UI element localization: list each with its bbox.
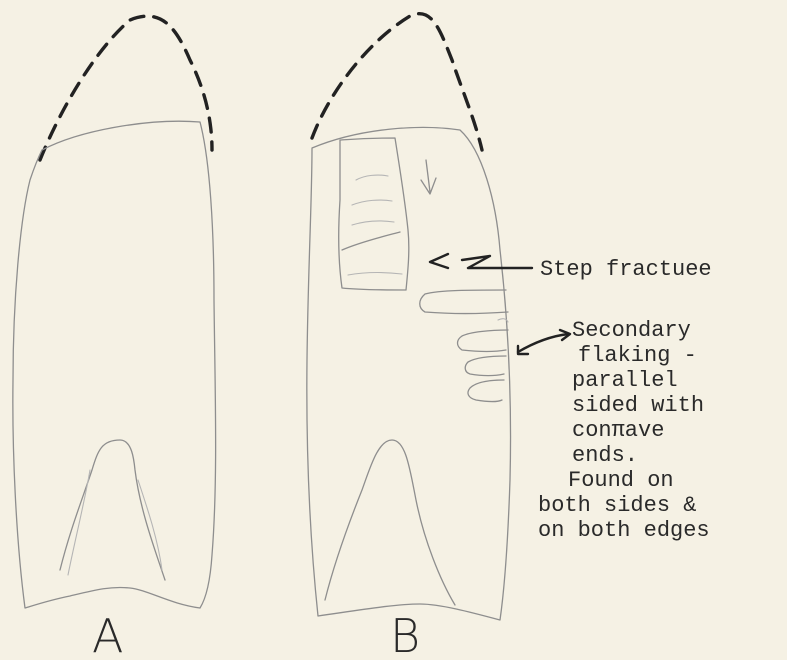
secondary-flaking-line-2: flaking -: [578, 343, 697, 368]
point-a-restored-tip: [40, 16, 212, 160]
secondary-flaking-line-1: Secondary: [572, 318, 691, 343]
step-fracture-pointer: [430, 254, 532, 268]
secondary-flaking-line-9: on both edges: [538, 518, 710, 543]
point-a-outline: [13, 16, 216, 608]
secondary-flaking-line-6: ends.: [572, 443, 638, 468]
secondary-flaking-line-8: both sides &: [538, 493, 696, 518]
step-fracture-label: Step fractuee: [540, 257, 712, 282]
secondary-flaking-line-4: sided with: [572, 393, 704, 418]
panel-b-label: B: [390, 609, 420, 660]
flake-direction-arrow: [426, 160, 430, 192]
secondary-flaking-label: Secondary flaking - parallel sided with …: [538, 318, 710, 543]
secondary-flaking-line-7: Found on: [568, 468, 674, 493]
step-fracture-scar: [339, 138, 436, 290]
point-b-outline: [307, 14, 511, 620]
panel-a-label: A: [92, 609, 123, 660]
secondary-flaking-line-5: conπave: [572, 418, 664, 443]
secondary-flaking-pointer: [518, 330, 570, 354]
secondary-flake-scars: [420, 290, 508, 402]
secondary-flaking-line-3: parallel: [572, 368, 678, 393]
